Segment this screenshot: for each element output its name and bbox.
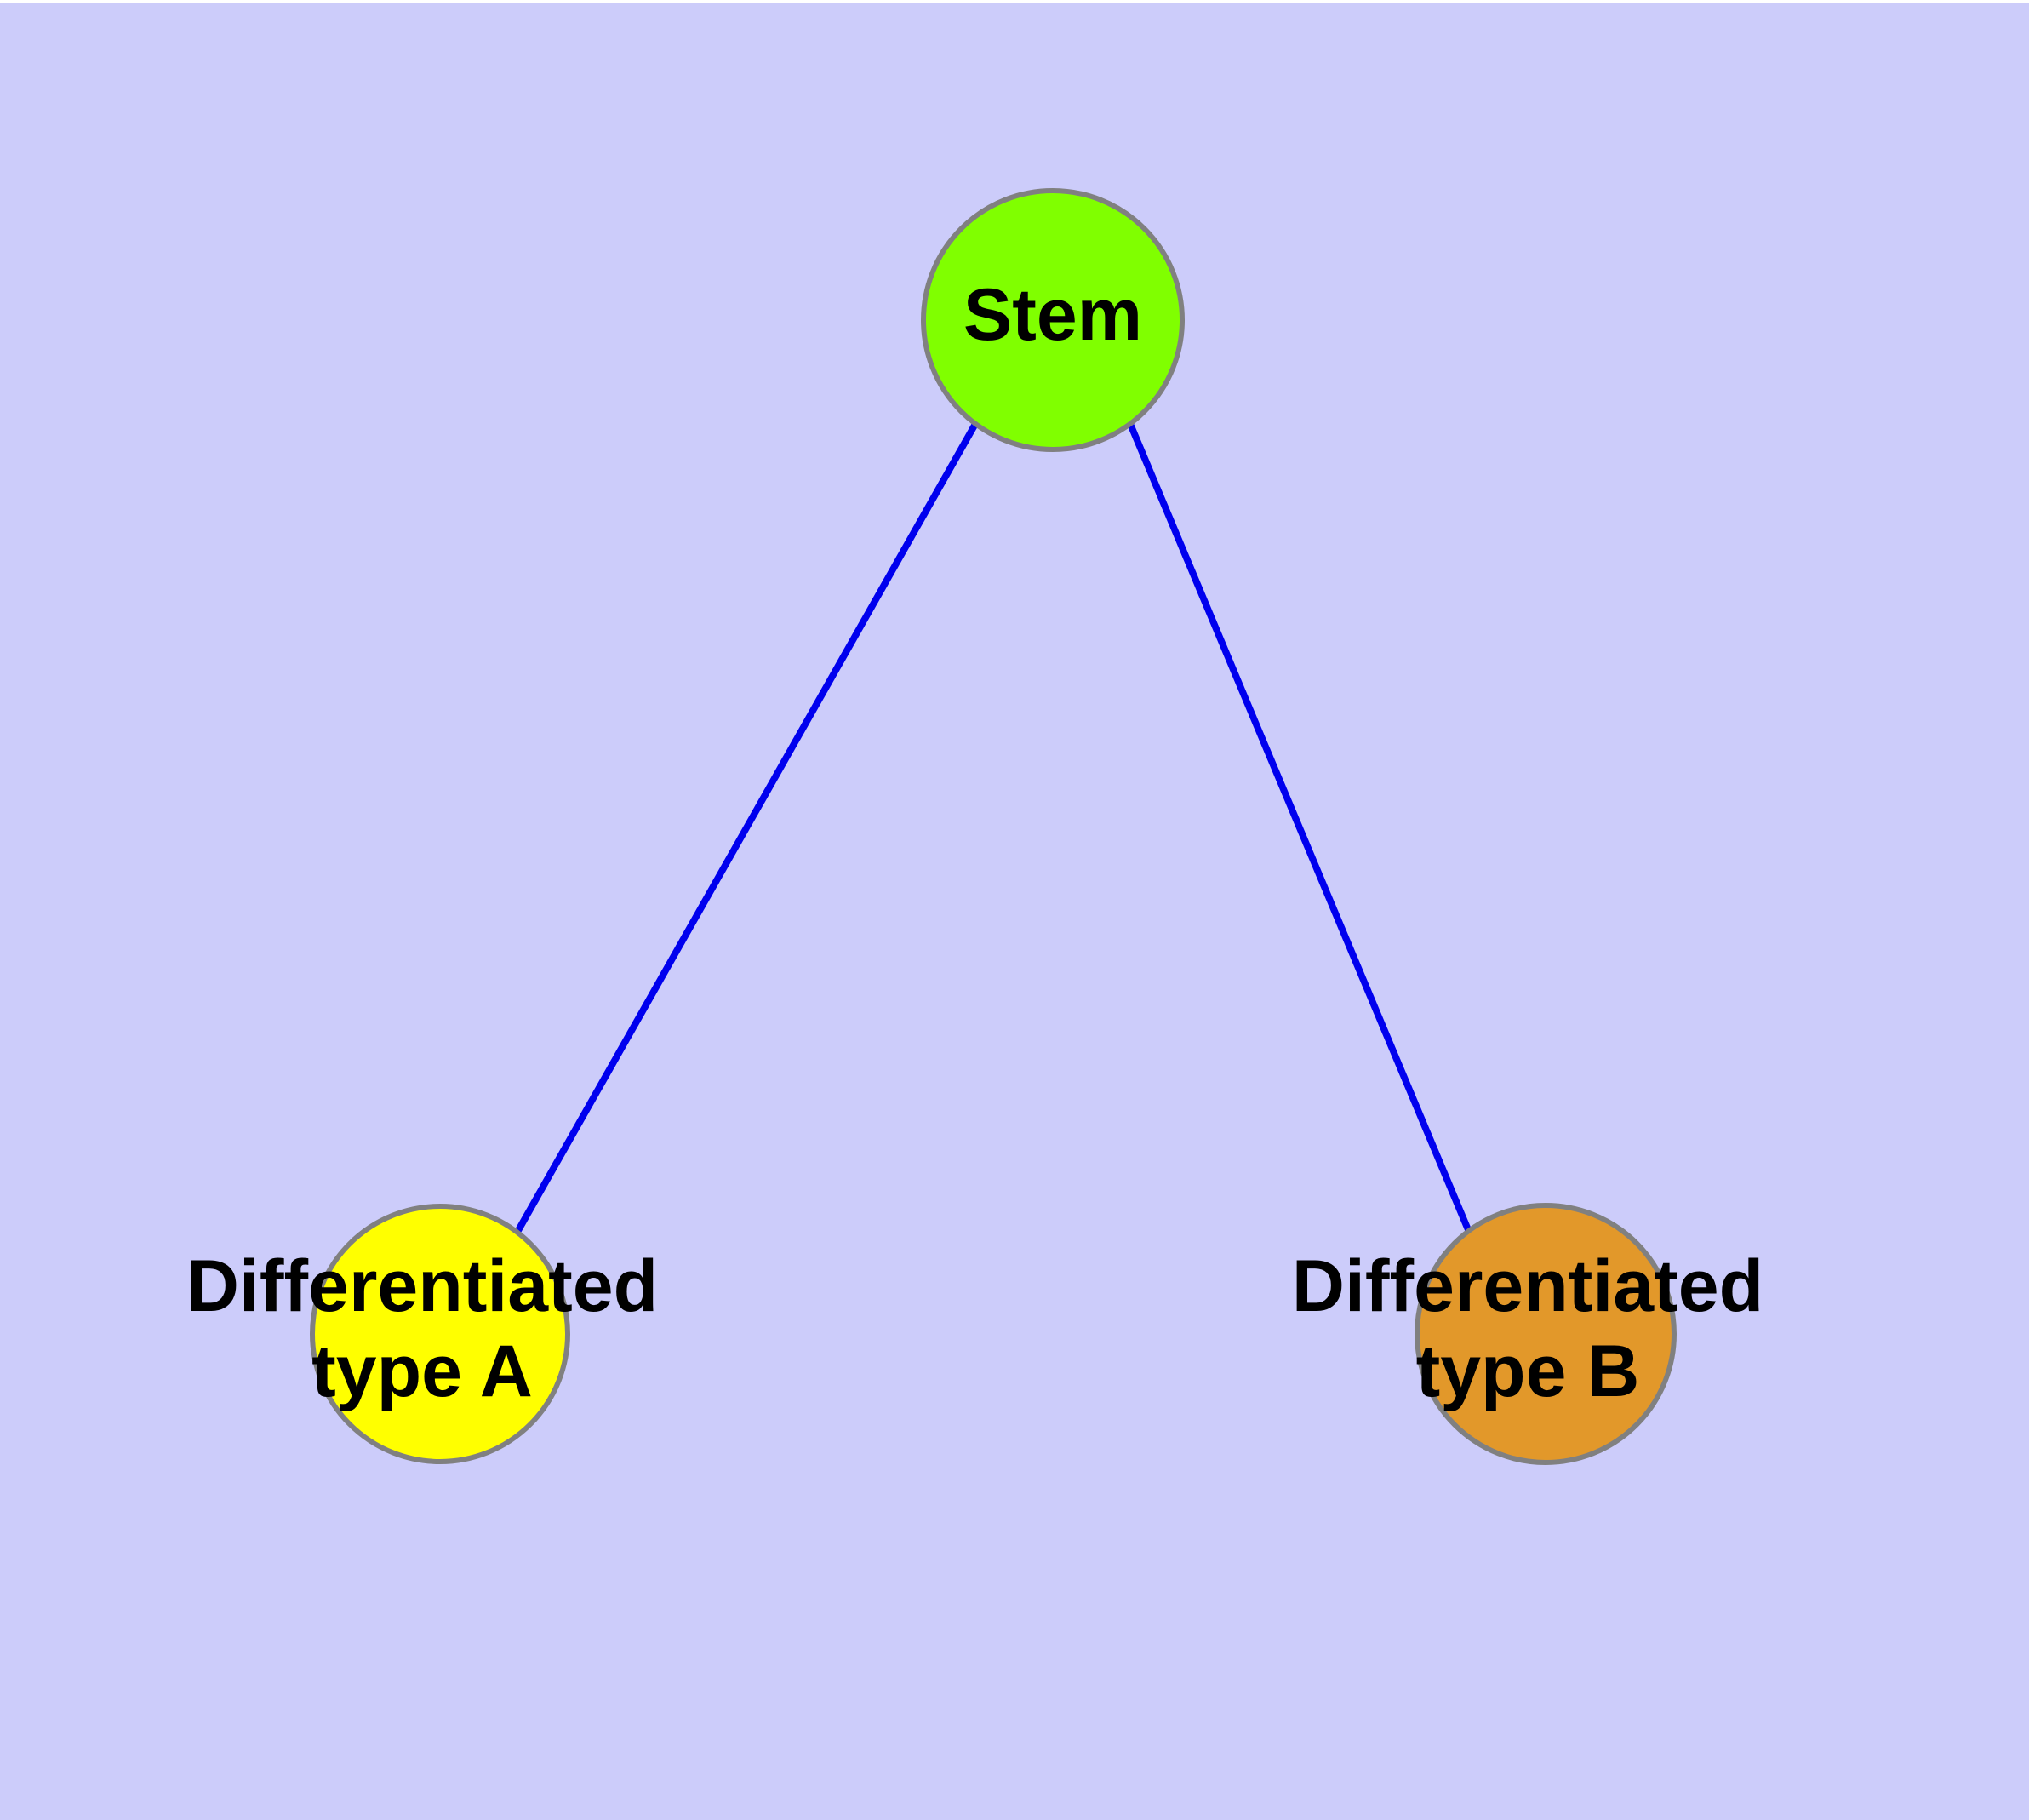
nodes-group bbox=[310, 188, 1677, 1465]
graph-edge-stem-diff_a[interactable] bbox=[514, 422, 979, 1233]
graph-node-stem[interactable] bbox=[921, 188, 1185, 452]
label-line: type A bbox=[311, 1331, 533, 1412]
graph-edge-stem-diff_b[interactable] bbox=[1127, 422, 1472, 1233]
label-line: Stem bbox=[963, 274, 1142, 356]
label-line: type B bbox=[1416, 1331, 1640, 1412]
graph-node-diff_a[interactable] bbox=[310, 1204, 570, 1464]
edges-group bbox=[514, 422, 1472, 1233]
label-line: Differentiated bbox=[1292, 1245, 1763, 1327]
graph-node-label-stem: Stem bbox=[963, 274, 1142, 356]
label-line: Differentiated bbox=[186, 1245, 658, 1327]
graph-node-diff_b[interactable] bbox=[1415, 1203, 1677, 1465]
